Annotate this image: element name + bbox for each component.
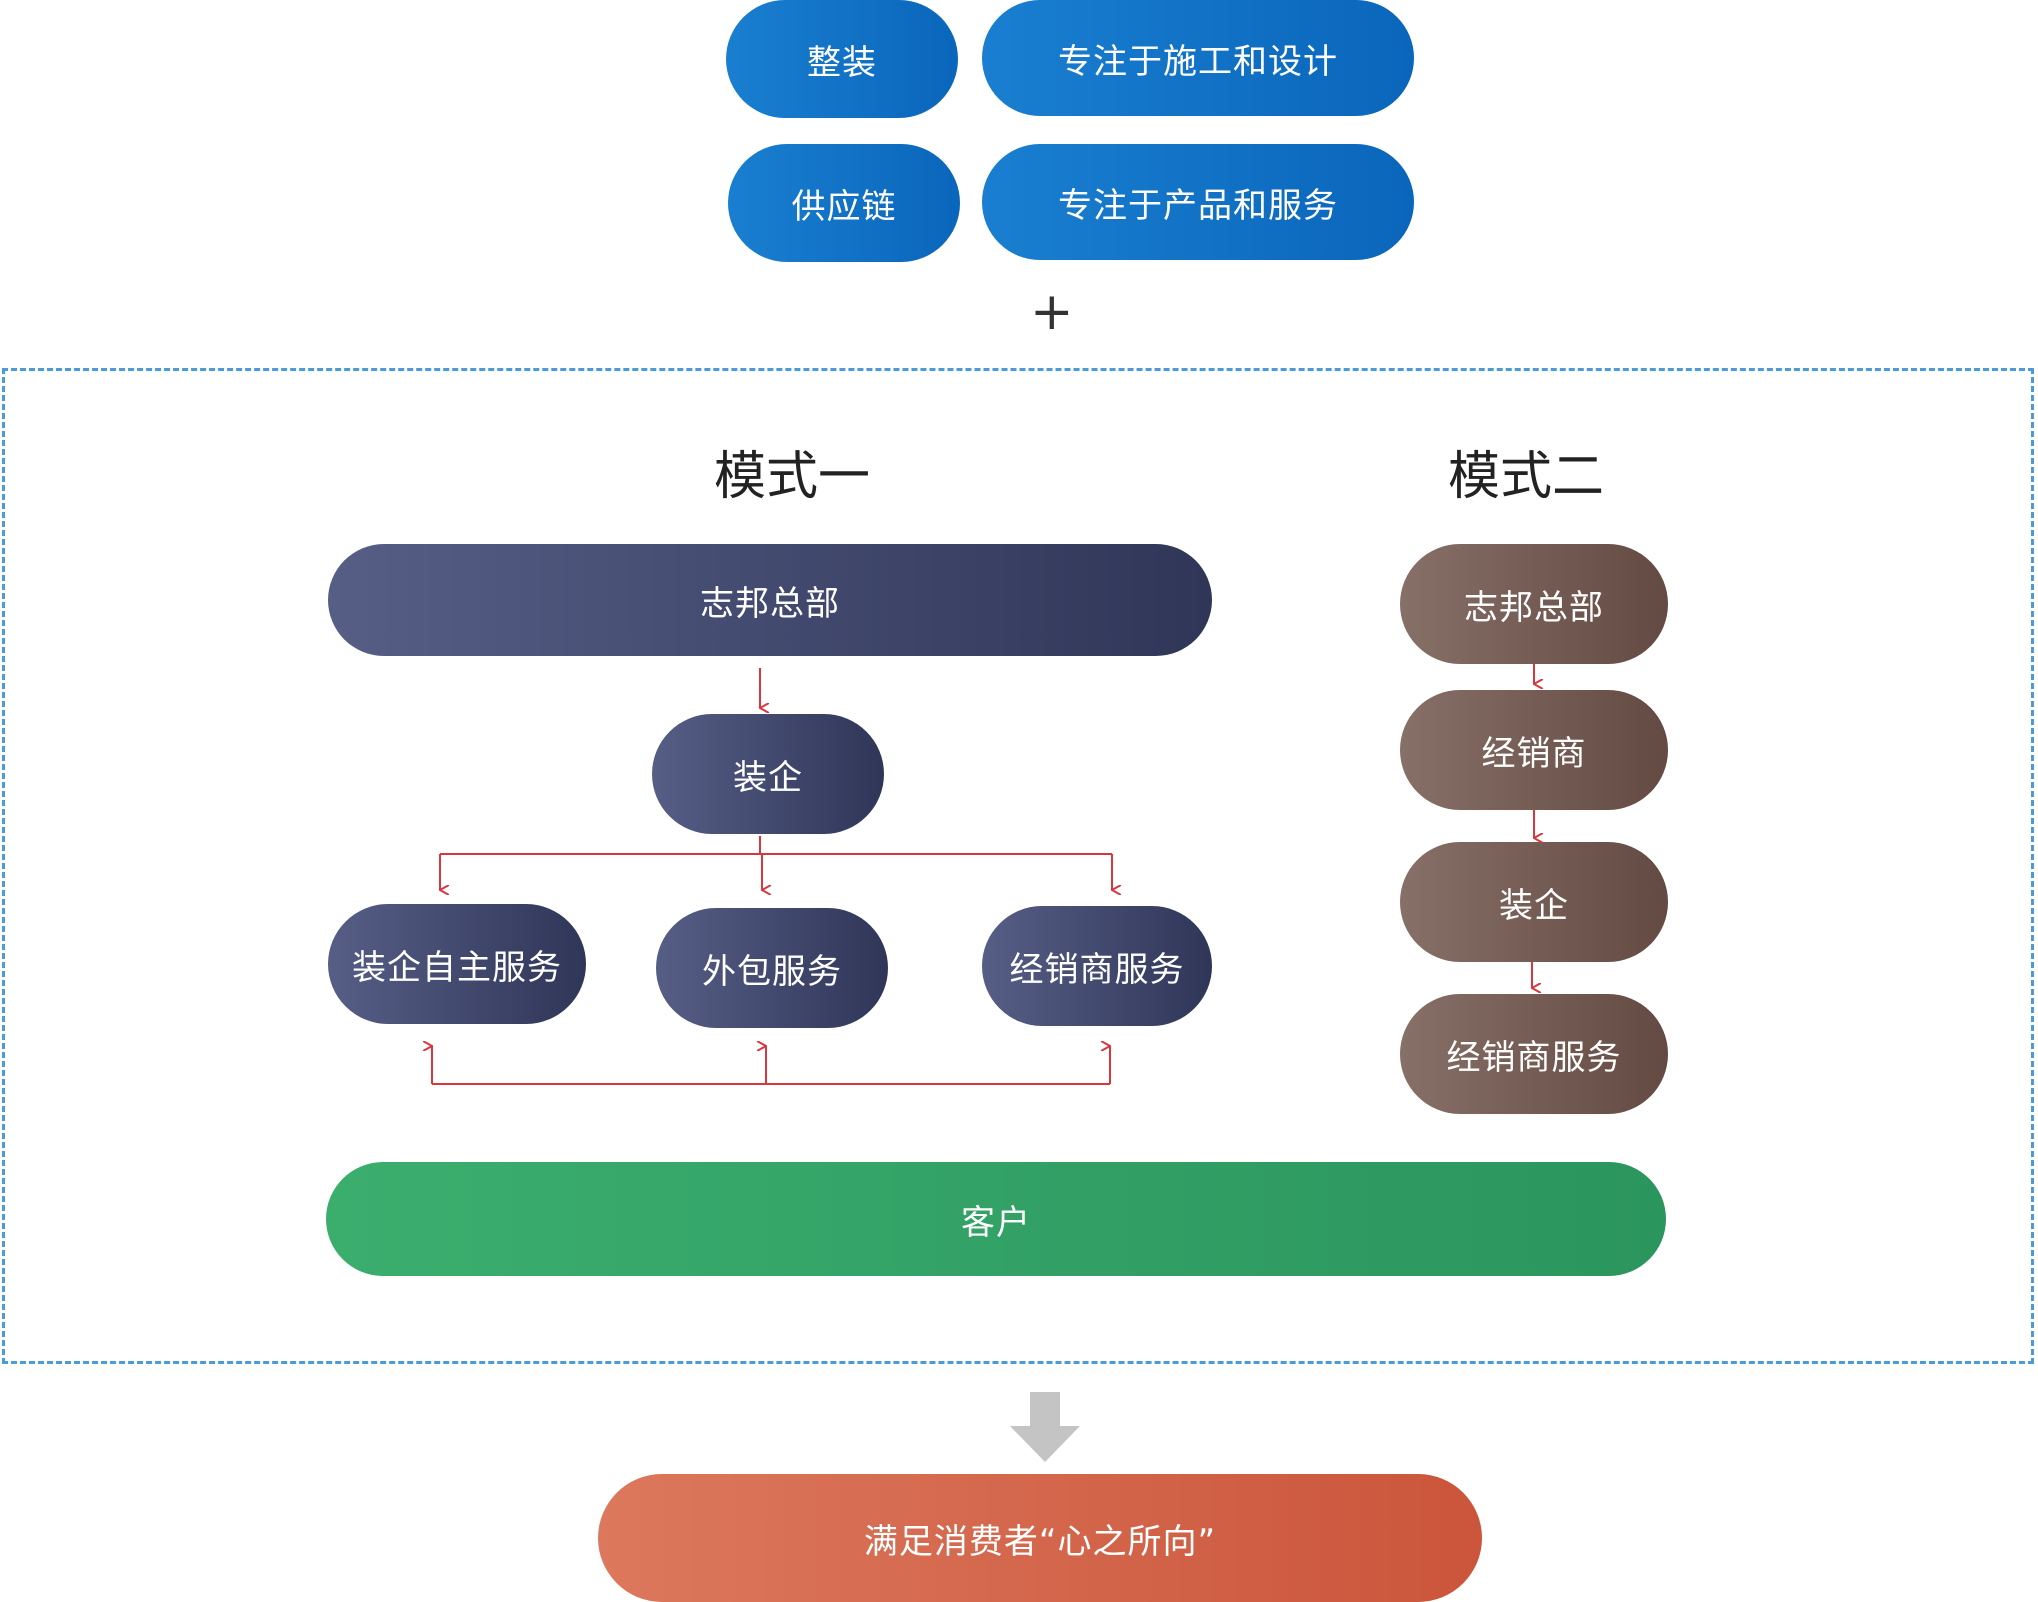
desc-pill-product-service: 专注于产品和服务 <box>982 144 1414 260</box>
tag-label: 供应链 <box>791 186 897 227</box>
mode-two-company: 装企 <box>1400 842 1668 962</box>
desc-label: 专注于产品和服务 <box>1058 185 1338 226</box>
step-label: 经销商服务 <box>1446 1037 1622 1078</box>
result-label: 满足消费者“心之所向” <box>863 1521 1217 1562</box>
service-dealer: 经销商服务 <box>982 906 1212 1026</box>
step-label: 经销商 <box>1481 733 1587 774</box>
down-arrow-icon <box>1010 1392 1080 1462</box>
service-self: 装企自主服务 <box>328 904 586 1024</box>
desc-label: 专注于施工和设计 <box>1058 41 1338 82</box>
service-outsource: 外包服务 <box>656 908 888 1028</box>
service-label: 装企自主服务 <box>352 947 562 988</box>
tag-label: 整装 <box>807 42 877 83</box>
tag-pill-fit-out: 整装 <box>726 0 958 118</box>
mode-two-hq: 志邦总部 <box>1400 544 1668 664</box>
result-bar: 满足消费者“心之所向” <box>598 1474 1482 1602</box>
models-container <box>2 368 2034 1364</box>
customer-label: 客户 <box>961 1202 1031 1243</box>
desc-pill-construction-design: 专注于施工和设计 <box>982 0 1414 116</box>
service-label: 外包服务 <box>702 951 842 992</box>
plus-sign: + <box>1030 282 1074 342</box>
mode-one-hq: 志邦总部 <box>328 544 1212 656</box>
company-label: 装企 <box>733 757 803 798</box>
hq-label: 志邦总部 <box>700 583 840 624</box>
service-label: 经销商服务 <box>1009 949 1185 990</box>
mode-one-title: 模式一 <box>714 447 871 507</box>
step-label: 志邦总部 <box>1464 587 1604 628</box>
mode-one-company: 装企 <box>652 714 884 834</box>
mode-two-title: 模式二 <box>1448 447 1605 507</box>
step-label: 装企 <box>1499 885 1569 926</box>
customer-bar: 客户 <box>326 1162 1666 1276</box>
mode-two-dealer: 经销商 <box>1400 690 1668 810</box>
mode-two-dealer-service: 经销商服务 <box>1400 994 1668 1114</box>
tag-pill-supply-chain: 供应链 <box>728 144 960 262</box>
